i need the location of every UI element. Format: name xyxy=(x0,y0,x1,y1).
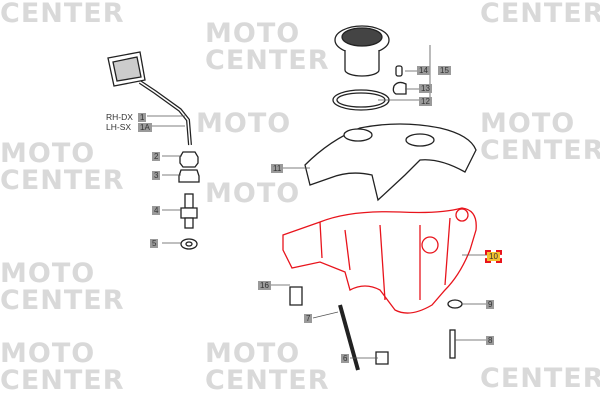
part-label-12[interactable]: 12 xyxy=(419,97,432,106)
watermark: MOTO xyxy=(205,178,301,209)
watermark: MOTO xyxy=(196,108,292,139)
part-label-10-selected[interactable]: 10 xyxy=(485,250,502,263)
part-label-8[interactable]: 8 xyxy=(486,336,495,345)
cap-parts xyxy=(332,25,407,111)
part-label-16[interactable]: 16 xyxy=(258,281,271,290)
part-label-2[interactable]: 2 xyxy=(152,152,161,161)
part-label-1a[interactable]: 1A xyxy=(138,123,152,132)
watermark: CENTER xyxy=(480,363,600,394)
part-label-14[interactable]: 14 xyxy=(417,66,430,75)
rh-dx-label: RH-DX xyxy=(106,112,133,122)
part-label-5[interactable]: 5 xyxy=(150,239,159,248)
part-label-9[interactable]: 9 xyxy=(486,300,495,309)
watermark: CENTER xyxy=(480,0,600,29)
mirror-part xyxy=(107,51,192,146)
bolt-parts xyxy=(178,151,200,250)
part-label-3[interactable]: 3 xyxy=(152,171,161,180)
lh-sx-label: LH-SX xyxy=(106,122,132,132)
part-label-15[interactable]: 15 xyxy=(438,66,451,75)
watermark: CENTER xyxy=(0,0,125,29)
cover-part xyxy=(304,123,477,202)
part-label-6[interactable]: 6 xyxy=(341,354,350,363)
part-label-7[interactable]: 7 xyxy=(304,314,313,323)
part-label-4[interactable]: 4 xyxy=(152,206,161,215)
part-label-13[interactable]: 13 xyxy=(419,84,432,93)
part-label-11[interactable]: 11 xyxy=(271,164,284,173)
part-label-1[interactable]: 1 xyxy=(138,113,147,122)
handlebar-part-highlighted xyxy=(282,207,477,314)
